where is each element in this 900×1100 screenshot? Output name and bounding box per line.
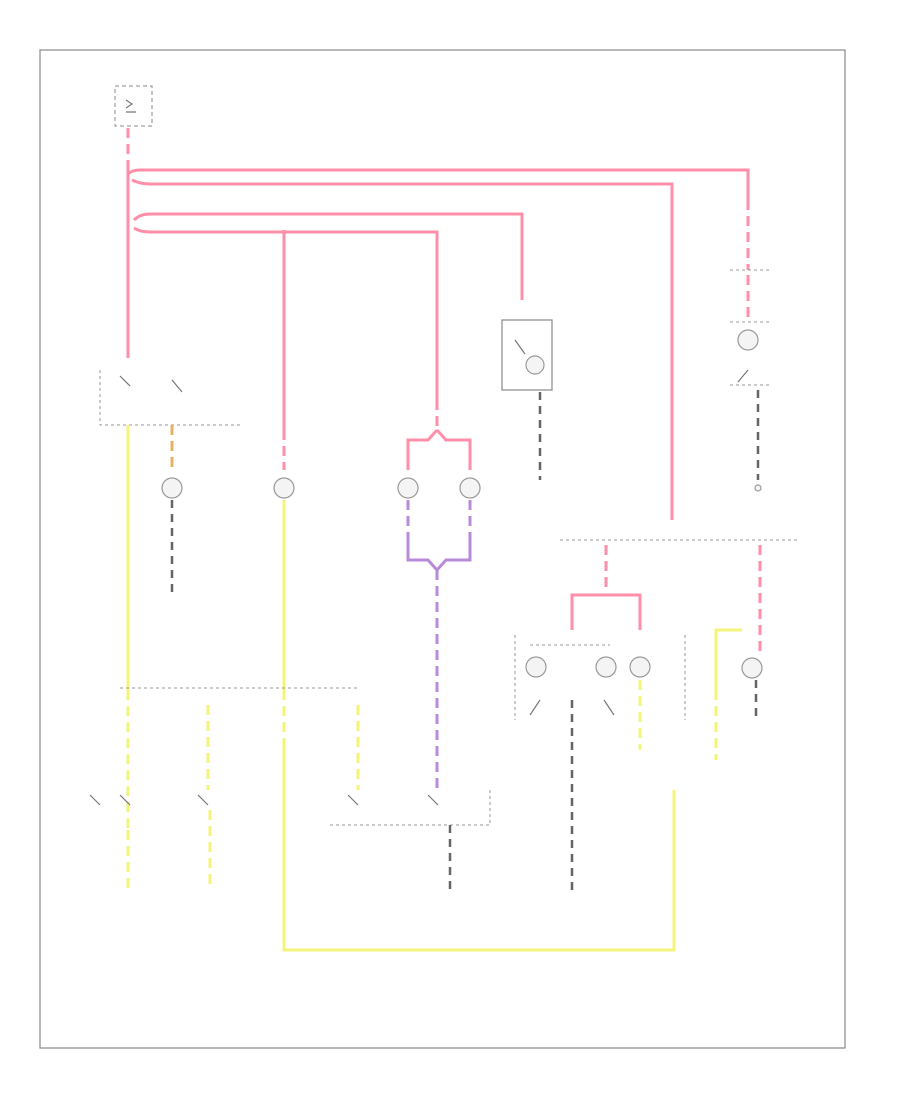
far-right-lamp <box>714 545 763 760</box>
lamp-left <box>161 477 183 499</box>
middle-circuit <box>273 430 295 690</box>
lamp-right-top <box>737 329 759 351</box>
dual-lamp-circuit <box>397 400 481 790</box>
diagram-frame <box>39 49 846 1049</box>
power-feed-wires <box>126 128 750 520</box>
connector-row <box>120 539 800 830</box>
lamp-far-right <box>741 657 763 679</box>
bottom-yellow-loop <box>282 740 676 952</box>
ground-symbol <box>754 484 762 492</box>
lower-right-lamps <box>514 545 686 890</box>
lamp-middle <box>273 477 295 499</box>
courtesy-lamp <box>501 319 553 480</box>
door-switches <box>89 790 491 890</box>
right-branch <box>730 200 770 492</box>
fuse-box <box>114 85 153 127</box>
switch-block-left <box>99 370 240 690</box>
